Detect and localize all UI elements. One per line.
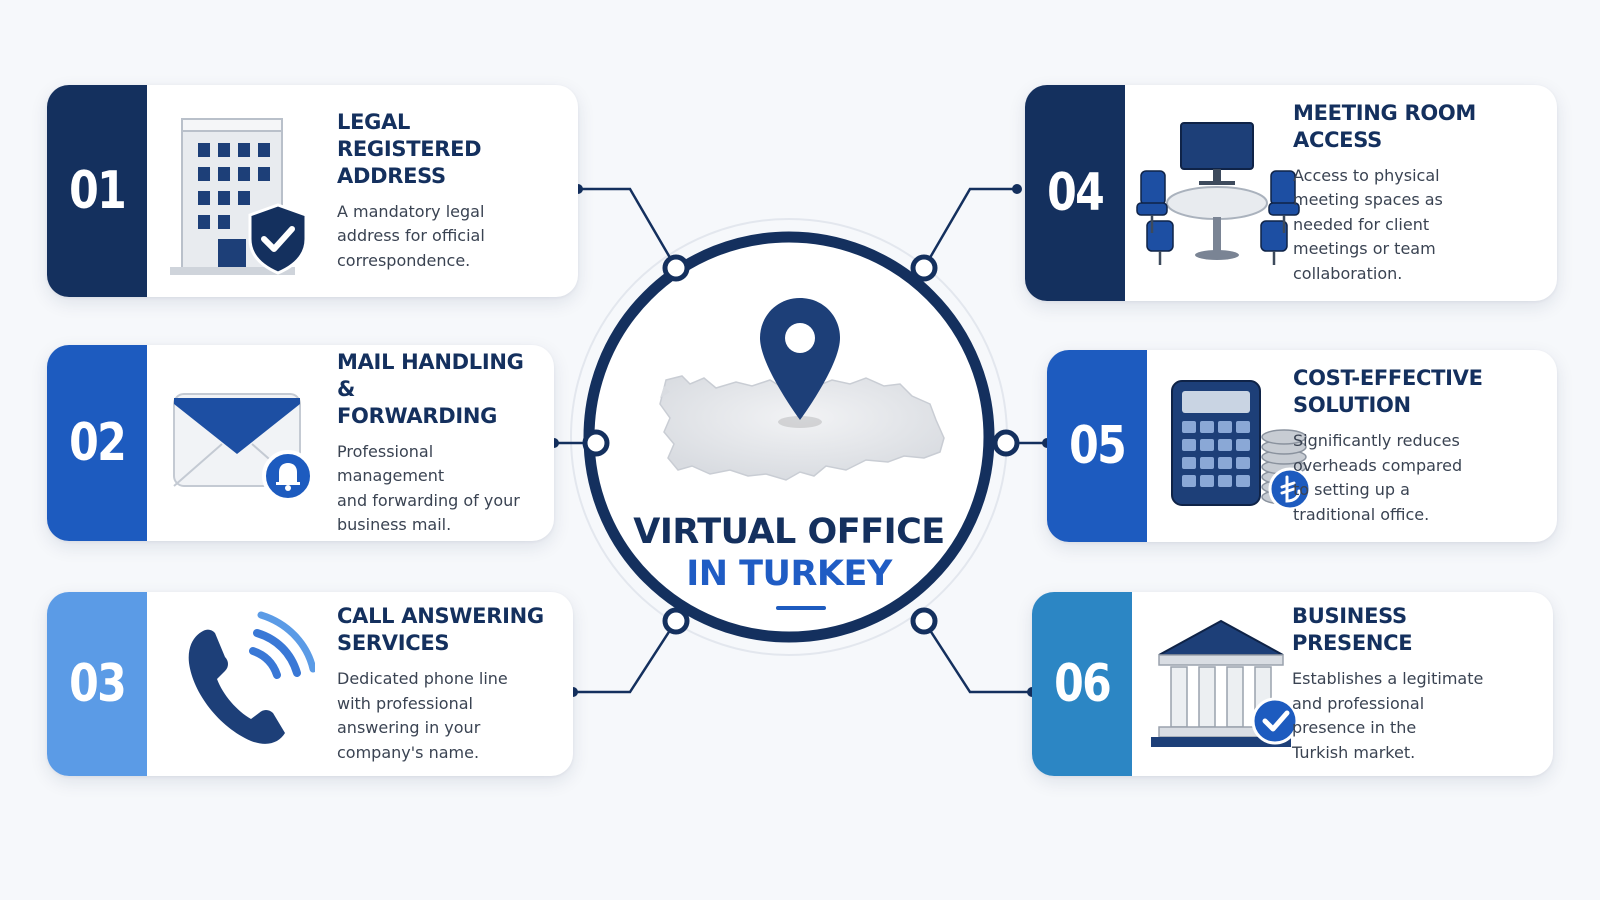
office-building-shield-icon bbox=[155, 85, 325, 297]
card-number-badge: 02 bbox=[47, 345, 147, 541]
center-title-line2: IN TURKEY bbox=[686, 554, 892, 594]
bank-building-check-icon bbox=[1140, 592, 1310, 776]
feature-card-04: 04 MEETING ROOM ACCESS Access to physica… bbox=[1025, 85, 1557, 301]
card-number-badge: 06 bbox=[1032, 592, 1132, 776]
feature-title: MEETING ROOM ACCESS bbox=[1293, 100, 1477, 152]
feature-title: LEGAL REGISTERED ADDRESS bbox=[337, 109, 482, 188]
card-number-badge: 01 bbox=[47, 85, 147, 297]
envelope-bell-icon bbox=[155, 345, 325, 541]
feature-description: Establishes a legitimate and professiona… bbox=[1292, 669, 1484, 762]
feature-card-06: 06 BUSINESS PRESENCE Establishes a legit… bbox=[1032, 592, 1553, 776]
feature-card-05: 05 COST-EFFECTIVE SOLUTION Significantly… bbox=[1047, 350, 1557, 542]
feature-description: A mandatory legal address for official c… bbox=[337, 201, 485, 270]
phone-icon bbox=[155, 592, 325, 776]
feature-title: COST-EFFECTIVE SOLUTION bbox=[1293, 366, 1483, 417]
title-underline bbox=[776, 606, 826, 610]
feature-description: Professional management and forwarding o… bbox=[337, 441, 520, 535]
feature-description: Access to physical meeting spaces as nee… bbox=[1293, 165, 1443, 283]
center-hub: VIRTUAL OFFICE IN TURKEY bbox=[598, 237, 980, 637]
feature-title: BUSINESS PRESENCE bbox=[1292, 604, 1413, 655]
meeting-table-icon bbox=[1133, 85, 1303, 301]
card-number-badge: 03 bbox=[47, 592, 147, 776]
card-number-badge: 04 bbox=[1025, 85, 1125, 301]
card-number-badge: 05 bbox=[1047, 350, 1147, 542]
feature-title: CALL ANSWERING SERVICES bbox=[337, 604, 544, 655]
feature-card-01: 01 LEGAL REGISTERED ADDRESS A mandatory … bbox=[47, 85, 578, 297]
feature-description: Significantly reduces overheads compared… bbox=[1293, 431, 1463, 524]
calculator-coins-icon bbox=[1155, 350, 1325, 542]
turkey-map-icon bbox=[659, 375, 945, 481]
location-pin-icon bbox=[760, 298, 840, 428]
feature-card-03: 03 CALL ANSWERING SERVICES Dedicated pho… bbox=[47, 592, 573, 776]
feature-description: Dedicated phone line with professional a… bbox=[337, 669, 508, 762]
connector-lines bbox=[554, 187, 1047, 694]
feature-card-02: 02 MAIL HANDLING & FORWARDING Profession… bbox=[47, 345, 554, 541]
center-title-line1: VIRTUAL OFFICE bbox=[633, 512, 945, 552]
ring-nodes bbox=[582, 254, 1020, 635]
feature-title: MAIL HANDLING & FORWARDING bbox=[337, 349, 524, 428]
